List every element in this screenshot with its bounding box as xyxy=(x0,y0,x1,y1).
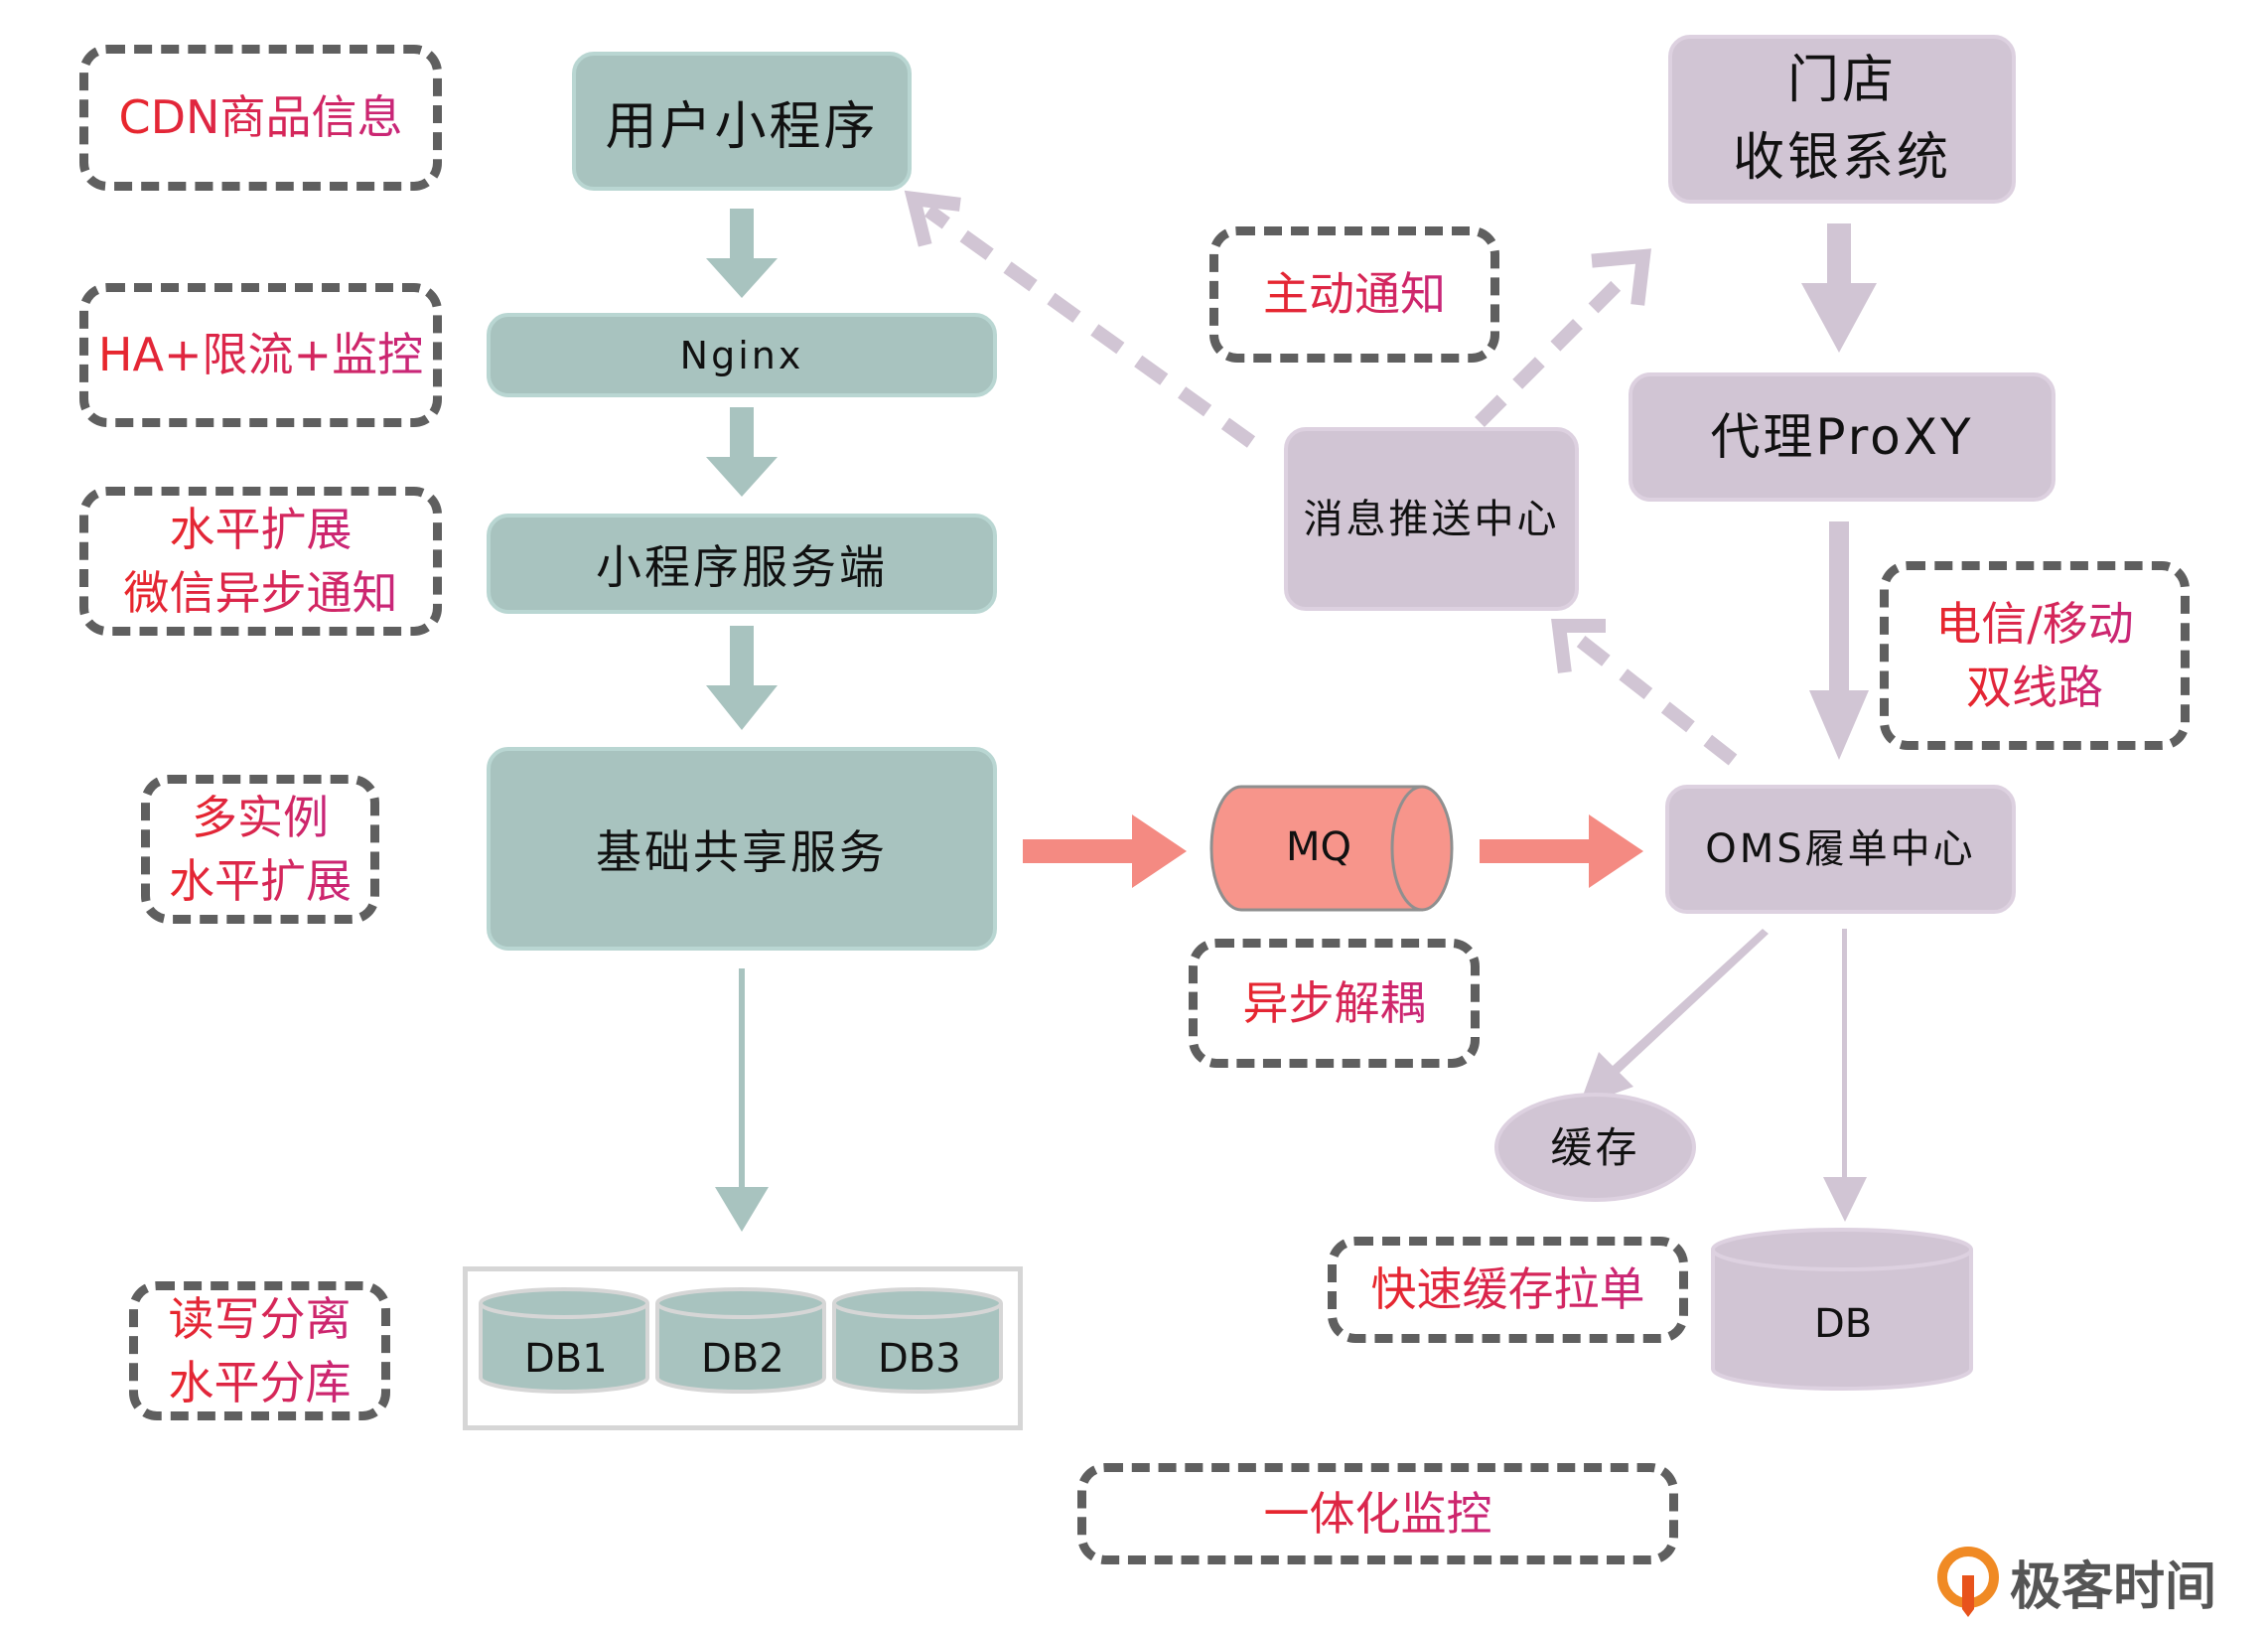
arrow-oms-to-db xyxy=(1823,929,1867,1222)
note-text: 水平分库 xyxy=(169,1351,352,1414)
note-text: 主动通知 xyxy=(1263,262,1446,326)
dashed-arrows xyxy=(923,205,1738,766)
note-ha: HA+限流+监控 xyxy=(79,283,442,427)
node-pos-system[interactable]: 门店收银系统 xyxy=(1668,35,2016,204)
note-fast-cache: 快速缓存拉单 xyxy=(1328,1237,1688,1343)
node-label: 门店 xyxy=(1786,51,1897,110)
arrow-proxy-to-oms xyxy=(1809,521,1869,760)
node-label: Nginx xyxy=(679,333,804,377)
note-cdn: CDN商品信息 xyxy=(79,45,442,191)
node-label: OMS履单中心 xyxy=(1705,826,1976,872)
flow-arrows-green xyxy=(706,209,778,1232)
note-active-notify: 主动通知 xyxy=(1209,226,1499,363)
note-telecom: 电信/移动 双线路 xyxy=(1880,561,2190,750)
arrow-user-to-nginx xyxy=(706,209,778,298)
node-label: 代理ProXY xyxy=(1710,407,1974,466)
arrow-pos-to-proxy xyxy=(1801,223,1877,353)
arrow-push-to-pos xyxy=(1475,268,1633,427)
arrow-oms-to-push xyxy=(1569,630,1738,766)
flow-arrows-purple xyxy=(1579,223,1877,1222)
note-multi-instance: 多实例 水平扩展 xyxy=(141,775,379,924)
db1-label: DB1 xyxy=(524,1336,608,1382)
node-push-center[interactable]: 消息推送中心 xyxy=(1284,427,1579,611)
note-text: 多实例 xyxy=(192,786,329,849)
note-text: 水平扩展 xyxy=(169,849,352,913)
node-label: 基础共享服务 xyxy=(596,824,888,879)
note-text: 异步解耦 xyxy=(1243,971,1426,1035)
flow-arrows-red xyxy=(1023,814,1643,888)
note-text: HA+限流+监控 xyxy=(98,323,423,386)
node-label: 收银系统 xyxy=(1732,128,1951,188)
note-async-decouple: 异步解耦 xyxy=(1189,939,1480,1068)
arrow-server-to-shared xyxy=(706,626,778,730)
node-nginx[interactable]: Nginx xyxy=(487,313,997,397)
node-label: 消息推送中心 xyxy=(1303,496,1560,542)
arrow-oms-to-cache xyxy=(1579,929,1769,1107)
node-proxy[interactable]: 代理ProXY xyxy=(1629,372,2055,502)
node-cache[interactable]: 缓存 xyxy=(1494,1093,1696,1202)
note-text: 读写分离 xyxy=(169,1287,352,1351)
arrow-mq-to-oms xyxy=(1480,814,1643,888)
note-rw-split: 读写分离 水平分库 xyxy=(129,1281,390,1420)
logo-text: 极客时间 xyxy=(2010,1557,2217,1617)
db3-label: DB3 xyxy=(878,1336,961,1382)
node-app-server[interactable]: 小程序服务端 xyxy=(487,514,997,614)
mq-label[interactable]: MQ xyxy=(1286,824,1351,870)
note-text: 一体化监控 xyxy=(1264,1482,1492,1546)
note-monitoring: 一体化监控 xyxy=(1077,1463,1678,1564)
arrowhead-push xyxy=(1551,619,1606,673)
arrow-shared-to-mq xyxy=(1023,814,1187,888)
note-text: CDN商品信息 xyxy=(119,85,403,149)
db2-label: DB2 xyxy=(701,1336,784,1382)
node-shared-service[interactable]: 基础共享服务 xyxy=(487,747,997,951)
arrowhead-user xyxy=(904,190,961,247)
node-label: 用户小程序 xyxy=(605,96,879,157)
db-shard-group xyxy=(463,1266,1023,1430)
geektime-logo: 极客时间 xyxy=(1936,1545,2254,1619)
node-label: 小程序服务端 xyxy=(596,539,888,594)
arrowhead-pos xyxy=(1591,248,1651,306)
arrow-shared-to-db xyxy=(715,968,769,1232)
arrow-nginx-to-server xyxy=(706,407,778,497)
geektime-logo-icon xyxy=(1937,1546,1999,1617)
arrow-push-to-user xyxy=(923,205,1256,448)
node-user-app[interactable]: 用户小程序 xyxy=(572,52,912,191)
node-oms[interactable]: OMS履单中心 xyxy=(1665,785,2016,914)
node-label: 缓存 xyxy=(1550,1122,1640,1172)
db-label[interactable]: DB xyxy=(1814,1301,1873,1347)
note-scale-wechat: 水平扩展 微信异步通知 xyxy=(79,487,442,636)
note-text: 微信异步通知 xyxy=(124,561,398,625)
note-text: 水平扩展 xyxy=(170,498,353,561)
note-text: 快速缓存拉单 xyxy=(1371,1257,1645,1321)
note-text: 双线路 xyxy=(1966,656,2103,719)
note-text: 电信/移动 xyxy=(1935,592,2134,656)
